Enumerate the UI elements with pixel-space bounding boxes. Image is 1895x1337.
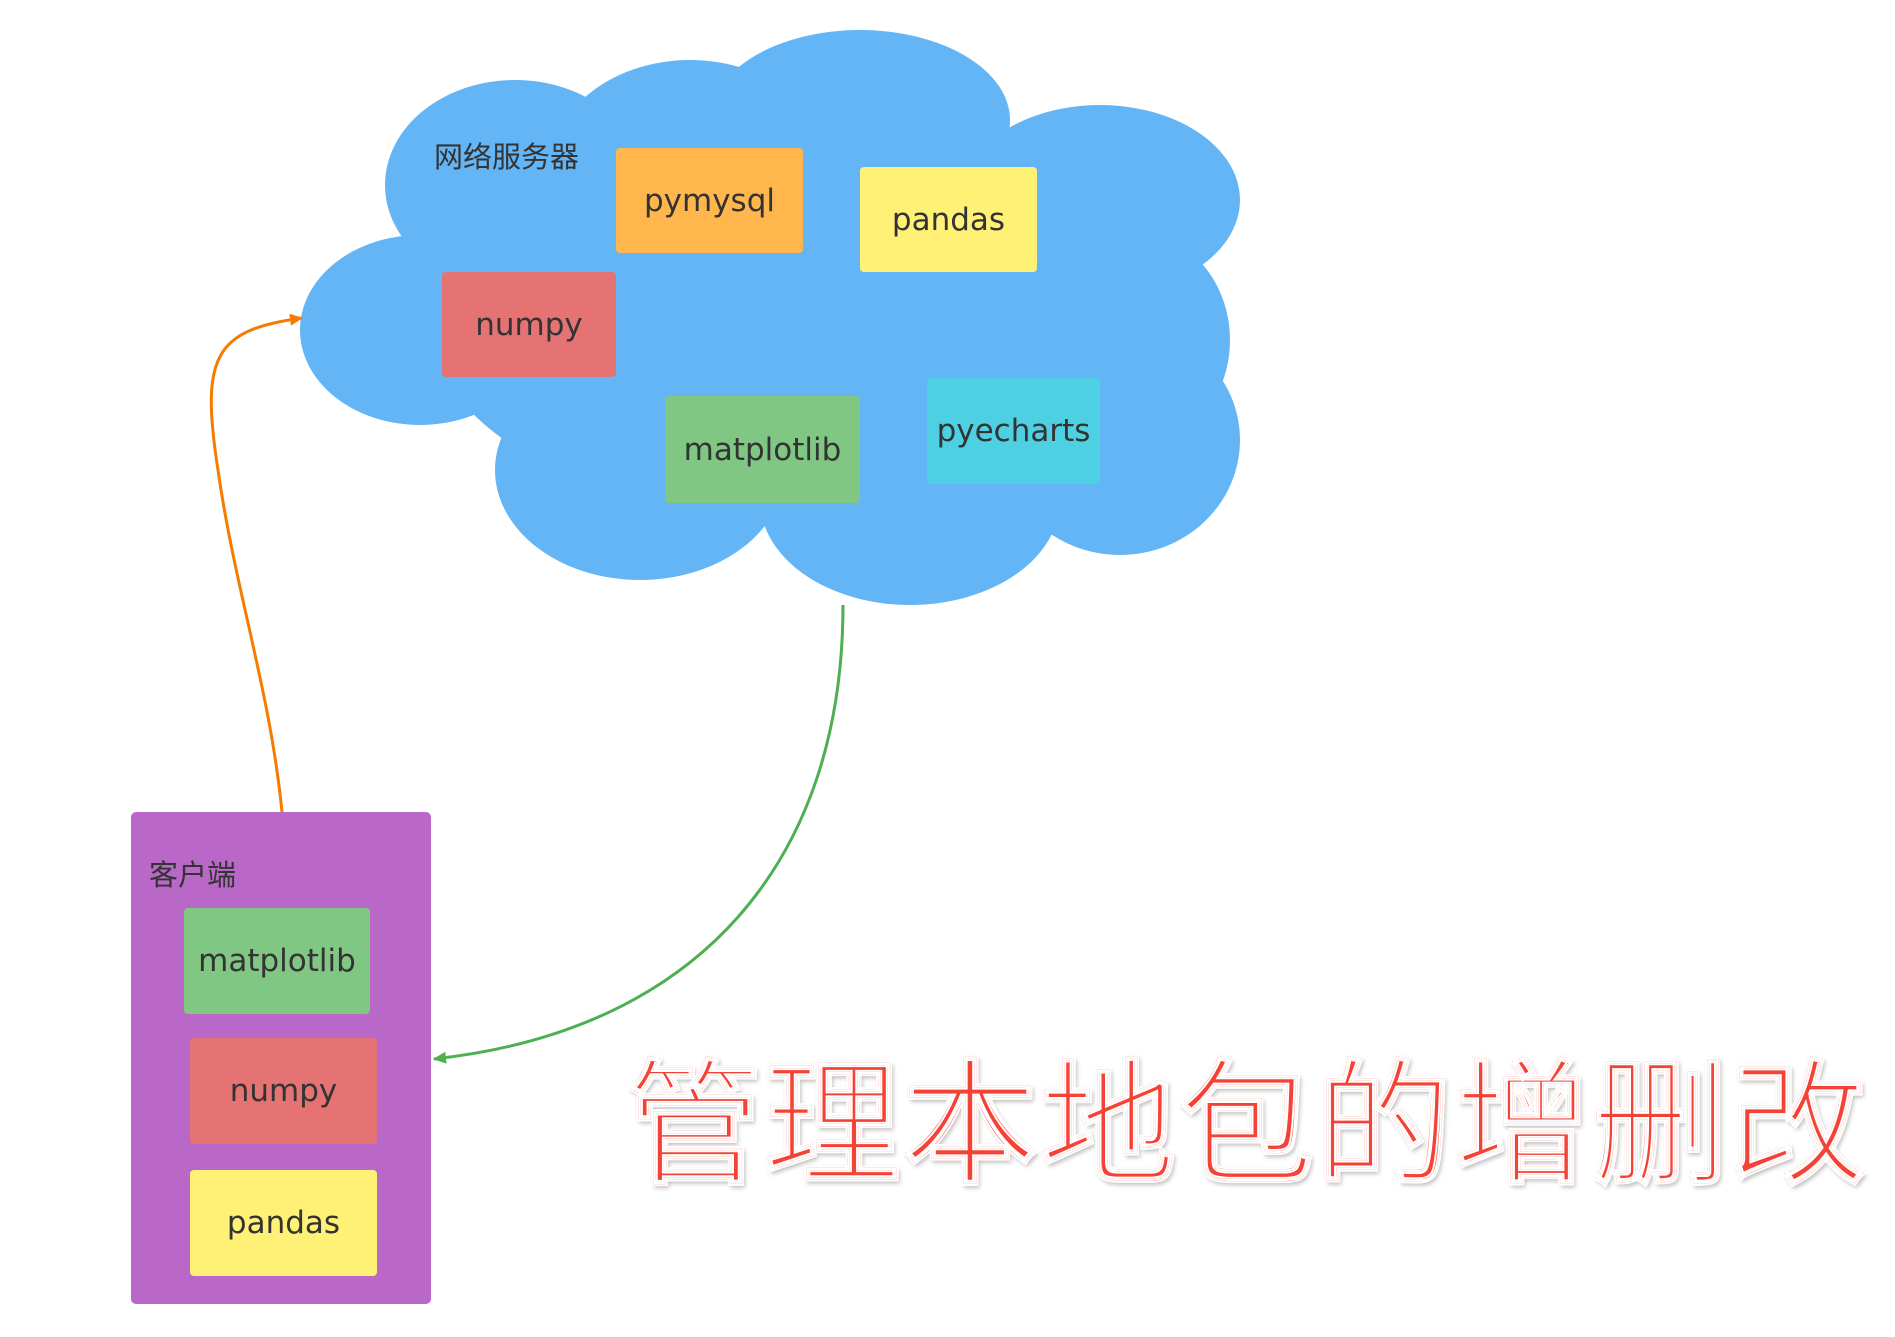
upload-arrow [209, 313, 303, 813]
server-package-pymysql: pymysql [616, 148, 803, 253]
server-package-matplotlib: matplotlib [665, 396, 860, 503]
server-package-pandas-label: pandas [891, 201, 1006, 238]
headline-title: 管理本地包的增删改 [625, 1046, 1868, 1206]
client-package-pandas-label: pandas [226, 1205, 341, 1241]
server-package-pyecharts: pyecharts [927, 378, 1100, 484]
client-package-numpy-label: numpy [229, 1073, 338, 1109]
server-package-pandas: pandas [860, 167, 1037, 272]
server-label: 网络服务器 [434, 140, 580, 174]
server-package-pyecharts-label: pyecharts [936, 413, 1091, 449]
server-package-matplotlib-label: matplotlib [683, 431, 842, 468]
client-package-matplotlib: matplotlib [184, 908, 370, 1014]
download-arrow [433, 604, 845, 1064]
client-package-pandas: pandas [190, 1170, 377, 1276]
client-package-numpy: numpy [190, 1038, 377, 1144]
server-package-pymysql-label: pymysql [643, 182, 775, 219]
client-label: 客户端 [149, 858, 237, 892]
client-package-matplotlib-label: matplotlib [198, 943, 356, 979]
server-cloud [300, 30, 1240, 605]
server-package-numpy-label: numpy [475, 306, 583, 343]
server-package-numpy: numpy [442, 272, 616, 377]
